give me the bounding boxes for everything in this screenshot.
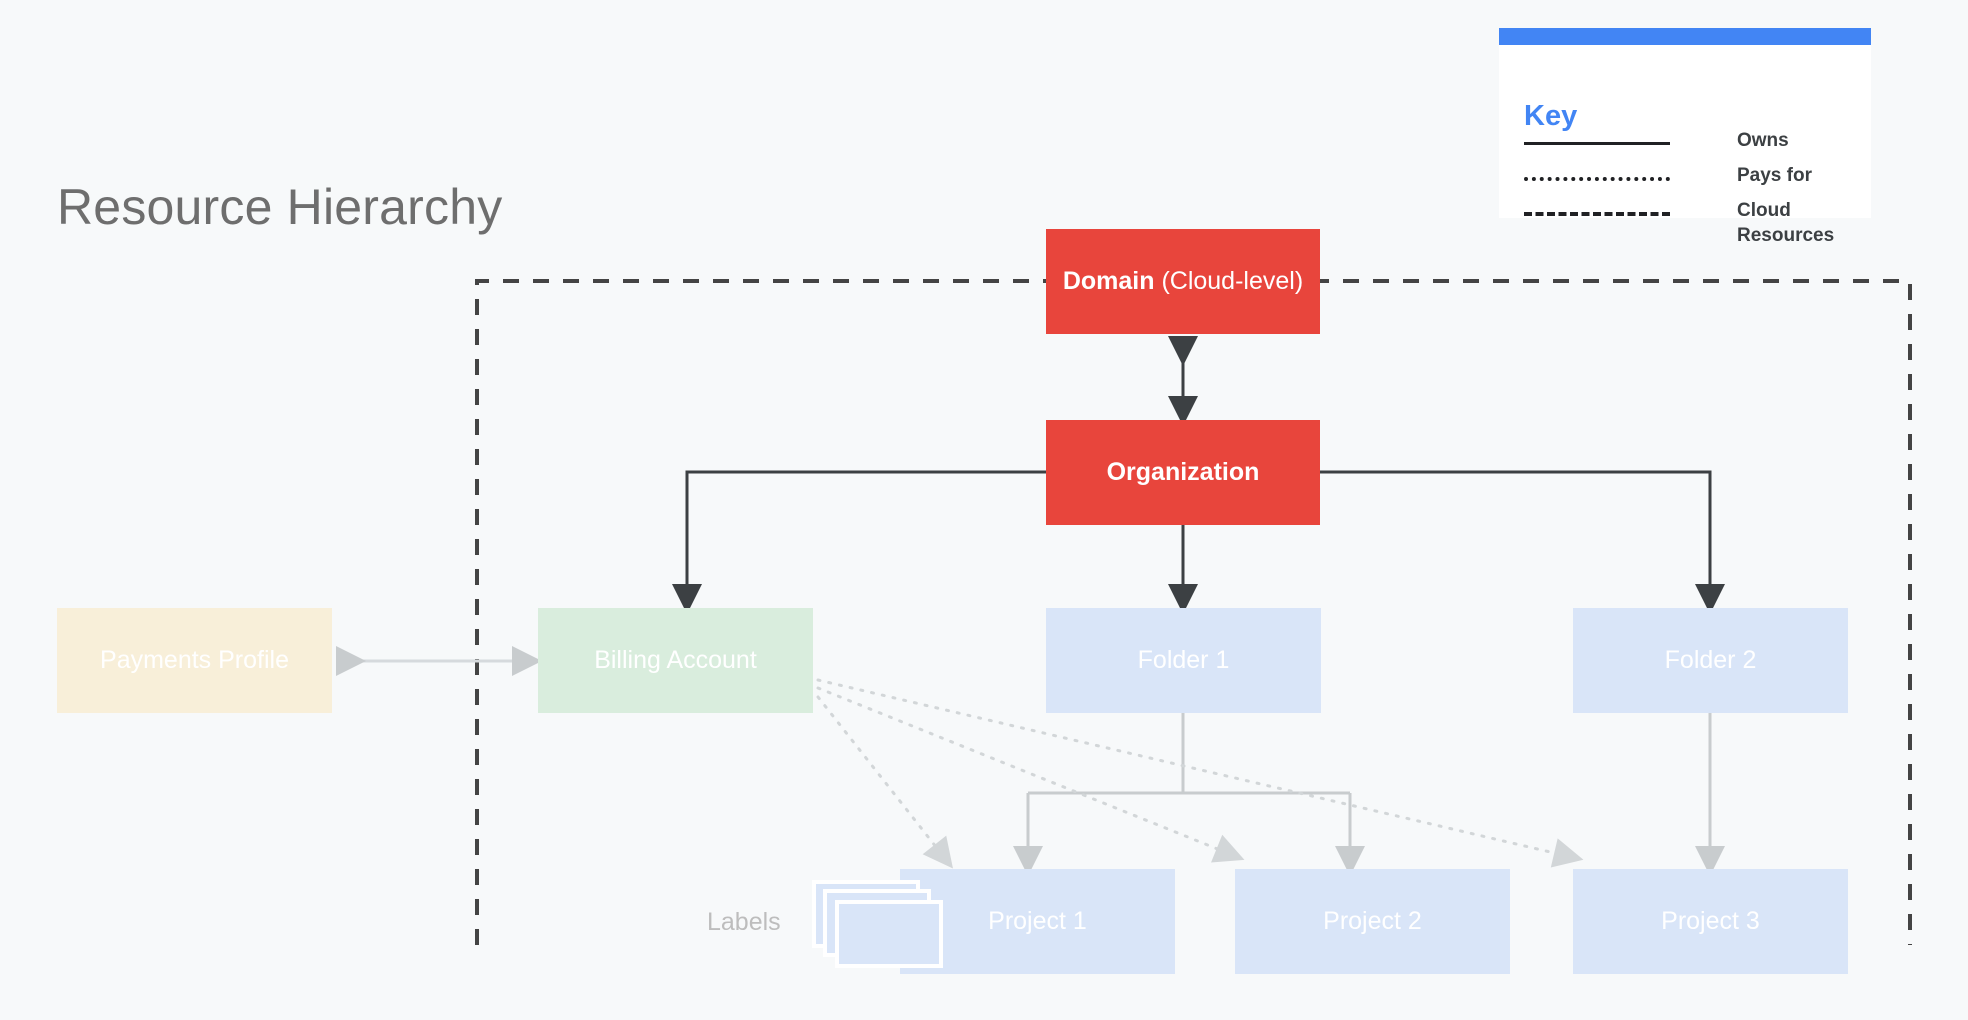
- key-header-bar: [1499, 28, 1871, 45]
- key-label-pays-for: Pays for: [1737, 165, 1812, 186]
- key-row-cloud-resources: Cloud Resources: [1524, 198, 1854, 246]
- edge-organization-billing: [672, 470, 1046, 614]
- node-folder-1-label: Folder 1: [1137, 646, 1230, 674]
- node-project-2-label: Project 2: [1323, 907, 1422, 935]
- labels-caption: Labels: [707, 908, 781, 936]
- key-row-pays-for: Pays for: [1524, 163, 1854, 197]
- node-organization[interactable]: Organization: [1046, 420, 1320, 525]
- node-folder-1[interactable]: Folder 1: [1046, 608, 1321, 713]
- edge-billing-project2: [816, 686, 1245, 863]
- edge-billing-project3: [816, 678, 1584, 868]
- node-payments-profile[interactable]: Payments Profile: [57, 608, 332, 713]
- node-billing-account-label: Billing Account: [594, 646, 757, 674]
- edge-folder1-branch: [1028, 713, 1350, 795]
- stacked-cards-icon: [812, 880, 952, 972]
- node-domain-label-rest: (Cloud-level): [1154, 267, 1304, 295]
- edge-billing-project1: [816, 695, 953, 869]
- node-project-3[interactable]: Project 3: [1573, 869, 1848, 974]
- pays-for-line-swatch: [1524, 177, 1670, 181]
- key-label-cloud-resources: Cloud Resources: [1737, 200, 1835, 246]
- owns-line-swatch: [1524, 142, 1670, 145]
- stacked-card-front: [835, 900, 943, 968]
- node-folder-2-label: Folder 2: [1664, 646, 1757, 674]
- node-project-1[interactable]: Project 1: [900, 869, 1175, 974]
- key-label-owns: Owns: [1737, 130, 1789, 151]
- node-billing-account[interactable]: Billing Account: [538, 608, 813, 713]
- key-legend-card: Key Owns Pays for Cloud Resources: [1499, 28, 1871, 246]
- node-organization-label: Organization: [1106, 458, 1260, 486]
- cloud-resources-line-swatch: [1524, 212, 1670, 216]
- key-row-owns: Owns: [1524, 128, 1854, 162]
- page-title: Resource Hierarchy: [57, 179, 503, 235]
- node-domain[interactable]: Domain (Cloud-level): [1046, 229, 1320, 334]
- node-project-1-label: Project 1: [988, 907, 1087, 935]
- node-domain-label-strong: Domain: [1062, 267, 1155, 295]
- key-title: Key: [1524, 100, 1578, 132]
- node-folder-2[interactable]: Folder 2: [1573, 608, 1848, 713]
- node-project-2[interactable]: Project 2: [1235, 869, 1510, 974]
- node-project-3-label: Project 3: [1661, 907, 1760, 935]
- node-payments-profile-label: Payments Profile: [100, 646, 289, 674]
- edge-organization-folder2: [1320, 470, 1725, 614]
